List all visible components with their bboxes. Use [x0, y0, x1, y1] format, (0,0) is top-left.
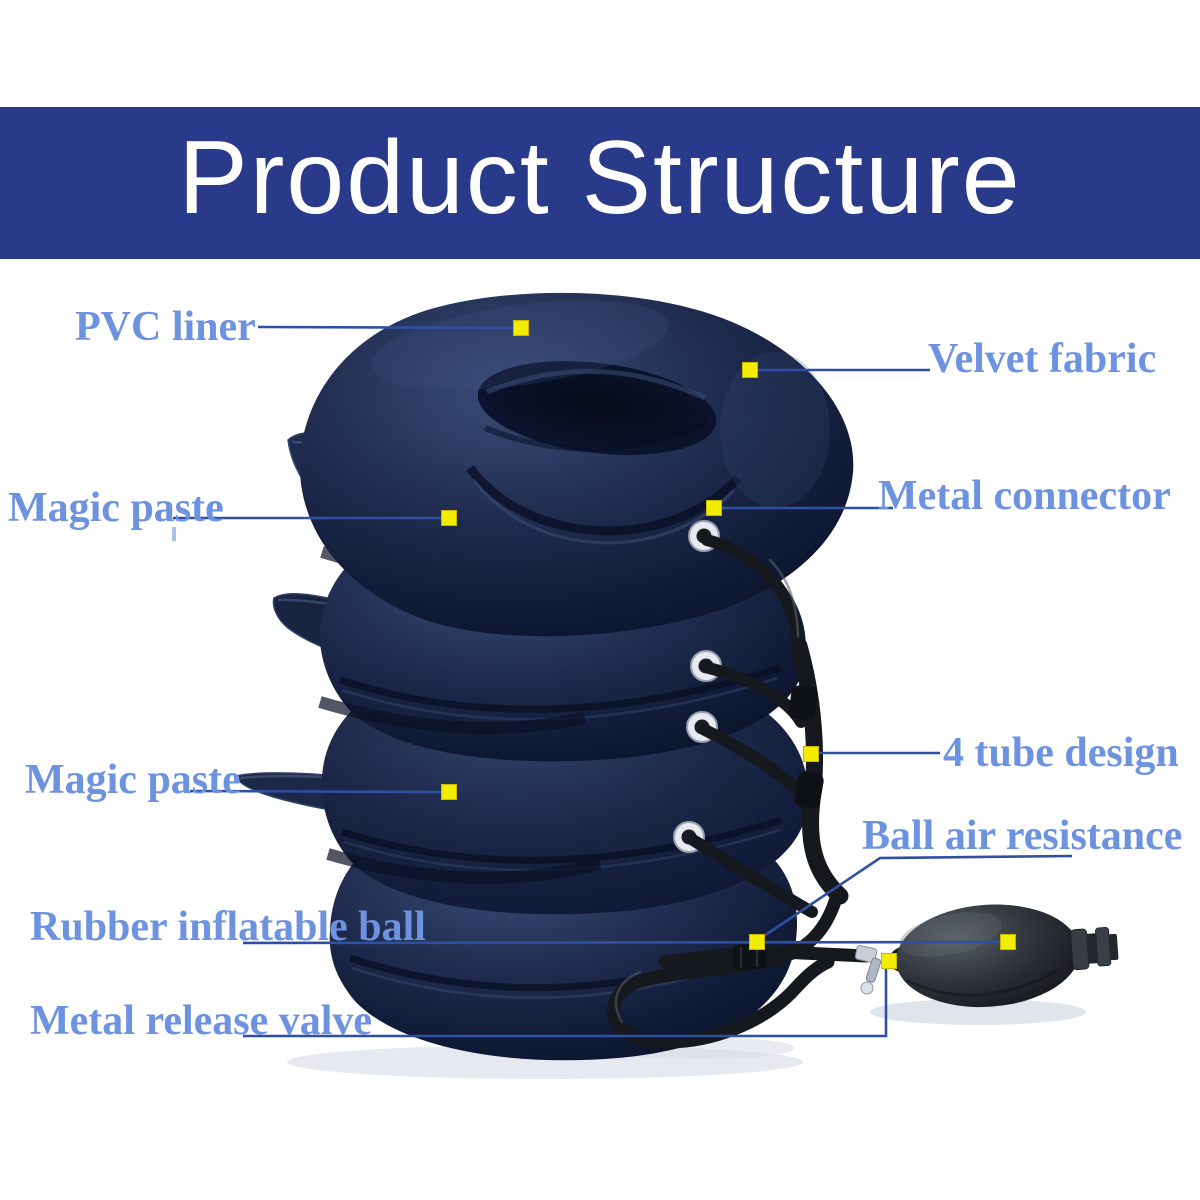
leader-line-rubber-inflatable-ball — [242, 940, 1001, 945]
label-four-tube-design: 4 tube design — [943, 730, 1179, 776]
label-velvet-fabric: Velvet fabric — [928, 336, 1157, 382]
marker-magic-paste-bottom — [441, 784, 457, 800]
label-magic-paste-top: Magic paste — [8, 485, 224, 531]
pump-bulb — [889, 904, 1119, 1008]
marker-velvet-fabric — [742, 362, 758, 378]
leader-line-ball-air-resistance — [763, 854, 1073, 938]
pump-nozzle — [1070, 927, 1119, 971]
label-pvc-liner: PVC liner — [75, 304, 256, 350]
annotation-markers — [441, 320, 1016, 969]
leader-line-metal-release-valve — [243, 968, 888, 1038]
marker-magic-paste-top — [441, 510, 457, 526]
label-metal-release-valve: Metal release valve — [30, 998, 373, 1044]
marker-metal-connector — [706, 500, 722, 516]
marker-rubber-inflatable-ball — [1000, 934, 1016, 950]
marker-ball-air-resistance — [749, 934, 765, 950]
metal-release-valve-part — [854, 945, 882, 995]
tube-4 — [687, 834, 818, 918]
label-metal-connector: Metal connector — [878, 473, 1171, 519]
label-magic-paste-bottom: Magic paste — [25, 757, 241, 803]
label-ball-air-resistance: Ball air resistance — [862, 813, 1183, 859]
marker-metal-release-valve — [881, 953, 897, 969]
page-title: Product Structure — [178, 120, 1022, 236]
title-banner: Product Structure — [0, 107, 1200, 259]
pillow-layer-1 — [299, 292, 854, 637]
label-rubber-inflatable-ball: Rubber inflatable ball — [30, 904, 426, 950]
neck-opening — [477, 361, 717, 455]
leader-lines — [172, 325, 1073, 1038]
leader-line-pvc-liner — [257, 325, 514, 330]
leader-line-magic-paste-bottom — [189, 789, 442, 794]
marker-four-tube-design — [803, 746, 819, 762]
marker-pvc-liner — [513, 320, 529, 336]
